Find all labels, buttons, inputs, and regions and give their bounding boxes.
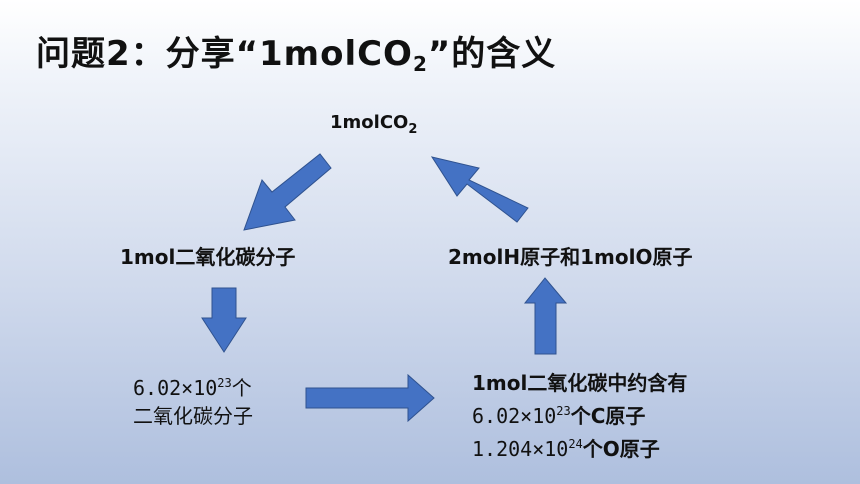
title-subscript: 2 <box>412 52 428 76</box>
title-prefix: 问题2：分享“1molCO <box>36 34 413 74</box>
node-top-main: 1molCO <box>330 112 409 133</box>
bottom-right-line2-exponent: 23 <box>556 404 571 418</box>
bottom-left-line2: 二氧化碳分子 <box>133 404 253 428</box>
node-left-molecules: 1mol二氧化碳分子 <box>120 245 296 269</box>
arrow-right-up <box>523 277 568 355</box>
bottom-right-line3: 1.204×1024个O原子 <box>472 430 687 463</box>
node-top-subscript: 2 <box>408 122 418 137</box>
arrow-bottom-right <box>305 373 435 423</box>
bottom-right-line2-number: 6.02×10 <box>472 404 557 428</box>
title-suffix: ”的含义 <box>427 34 557 74</box>
bottom-right-line2-suffix: 个C原子 <box>570 404 646 428</box>
arrow-right-to-top <box>430 156 529 223</box>
arrow-left-down <box>201 287 247 353</box>
bottom-right-line3-number: 1.204×10 <box>472 437 569 461</box>
node-bottom-right-contains: 1mol二氧化碳中约含有 6.02×1023个C原子 1.204×1024个O原… <box>472 369 687 463</box>
node-bottom-left-count: 6.02×1023个 二氧化碳分子 <box>133 369 253 430</box>
page-title: 问题2：分享“1molCO2”的含义 <box>36 26 556 76</box>
bottom-left-unit: 个 <box>231 376 252 400</box>
bottom-right-line3-suffix: 个O原子 <box>582 437 660 461</box>
bottom-left-line1: 6.02×1023个 <box>133 369 253 402</box>
bottom-right-line2: 6.02×1023个C原子 <box>472 397 687 430</box>
bottom-left-exponent: 23 <box>217 376 232 390</box>
bottom-right-line3-exponent: 24 <box>568 437 583 451</box>
arrow-top-to-left <box>243 153 332 231</box>
node-right-atoms: 2molH原子和1molO原子 <box>448 245 693 269</box>
bottom-left-number: 6.02×10 <box>133 376 218 400</box>
bottom-right-line1: 1mol二氧化碳中约含有 <box>472 371 688 395</box>
node-top-1mol-co2: 1molCO2 <box>330 112 417 137</box>
